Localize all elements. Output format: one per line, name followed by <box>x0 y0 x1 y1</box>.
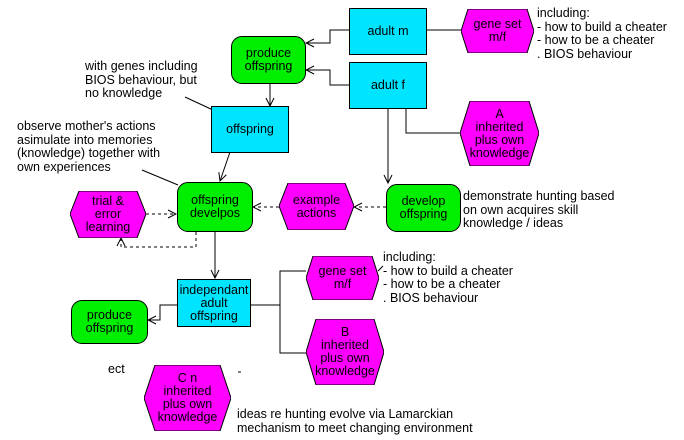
edge-adult-f-to-inherited-a <box>405 108 460 134</box>
note-pointer-observe <box>141 169 179 186</box>
offspring-develops-box[interactable]: offspring develpos <box>177 182 253 232</box>
inherited-b-hex[interactable]: B inherited plus own knowledge <box>306 319 384 385</box>
observe-note: observe mother's actions asimulate into … <box>17 119 161 174</box>
ideas-note: ideas re hunting evolve via Lamarckian m… <box>237 407 473 435</box>
edge-gene-mid-to-note <box>377 265 384 272</box>
demonstrate-note: demonstrate hunting based on own acquire… <box>463 189 615 230</box>
develop-offspring-box[interactable]: develop offspring <box>386 184 461 232</box>
trial-error-hex[interactable]: trial & error learning <box>70 191 146 238</box>
gene-set-mid-hex[interactable]: gene set m/f <box>306 256 379 300</box>
develop-offspring-label: develop offspring <box>399 194 448 221</box>
example-actions-label: example actions <box>292 192 341 220</box>
offspring-box[interactable]: offspring <box>211 106 289 153</box>
inherited-cn-hex[interactable]: C n inherited plus own knowledge <box>144 365 231 431</box>
example-actions-hex[interactable]: example actions <box>279 183 354 230</box>
genes-note: with genes including BIOS behaviour, but… <box>85 59 198 100</box>
inherited-cn-label: C n inherited plus own knowledge <box>157 371 218 424</box>
adult-f-box[interactable]: adult f <box>349 62 427 109</box>
edge-independant-to-produce <box>148 304 178 320</box>
note-pointer-genes <box>184 96 214 111</box>
independant-adult-box[interactable]: independant adult offspring <box>177 279 251 327</box>
independant-adult-label: independant adult offspring <box>179 282 249 323</box>
offspring-develops-label: offspring develpos <box>189 193 241 220</box>
ect-note: ect <box>108 362 125 376</box>
edge-adult-f-to-produce <box>306 70 349 86</box>
produce-offspring-bottom-box[interactable]: produce offspring <box>71 300 148 344</box>
gene-set-mid-label: gene set m/f <box>318 264 367 291</box>
edge-independant-to-inherited-b <box>279 305 306 354</box>
edge-develops-to-trial <box>121 232 197 248</box>
adult-f-label: adult f <box>370 78 406 92</box>
gene-set-top-label: gene set m/f <box>473 17 522 44</box>
produce-offspring-bottom-label: produce offspring <box>85 308 134 335</box>
adult-m-box[interactable]: adult m <box>349 8 427 55</box>
produce-offspring-top-label: produce offspring <box>244 46 293 73</box>
produce-offspring-top-box[interactable]: produce offspring <box>231 36 306 84</box>
offspring-label: offspring <box>226 122 274 136</box>
inherited-a-hex[interactable]: A inherited plus own knowledge <box>460 101 539 166</box>
including-note-top: including: - how to build a cheater - ho… <box>537 6 667 61</box>
inherited-a-label: A inherited plus own knowledge <box>469 106 530 160</box>
edge-offspring-to-develops <box>220 151 231 181</box>
adult-m-label: adult m <box>367 24 409 38</box>
edge-independant-to-gene-mid <box>251 270 306 306</box>
edge-adult-m-to-produce <box>306 29 349 43</box>
including-note-mid: including: - how to build a cheater - ho… <box>383 250 513 305</box>
inherited-b-label: B inherited plus own knowledge <box>315 325 375 378</box>
gene-set-top-hex[interactable]: gene set m/f <box>461 9 534 53</box>
trial-error-label: trial & error learning <box>85 194 131 234</box>
